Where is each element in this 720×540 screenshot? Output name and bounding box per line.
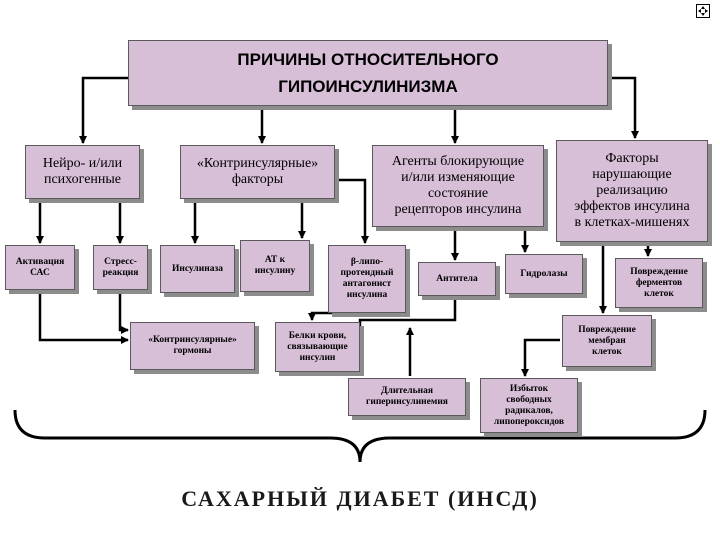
item-stress-label: Стресс- реакция <box>102 256 139 278</box>
item-insulinase: Инсулиназа <box>160 245 235 293</box>
item-beta: β-липо- протеидный антагонист инсулина <box>328 245 406 313</box>
category-factors-label: Факторы нарушающие реализацию эффектов и… <box>574 151 690 230</box>
item-beta-label: β-липо- протеидный антагонист инсулина <box>340 257 394 300</box>
item-blood-proteins-label: Белки крови, связывающие инсулин <box>287 330 348 363</box>
arrow-contra-insulinase <box>191 197 228 244</box>
arrow-title-factors <box>608 76 639 139</box>
arrow-sas-hormones <box>38 290 129 344</box>
arrow-stress-hormones <box>118 290 129 334</box>
category-agents: Агенты блокирующие и/или изменяющие сост… <box>372 145 544 227</box>
item-hydrolases-label: Гидролазы <box>520 268 568 279</box>
arrow-membranes-radicals <box>521 338 560 377</box>
item-stress: Стресс- реакция <box>93 245 148 290</box>
item-at-label: АТ к инсулину <box>254 255 296 276</box>
arrow-antibodies-proteins <box>356 296 457 336</box>
item-enzymes: Повреждение ферментов клеток <box>615 258 703 308</box>
item-at: АТ к инсулину <box>240 240 310 292</box>
item-enzymes-label: Повреждение ферментов клеток <box>630 266 688 299</box>
item-antibodies-label: Антитела <box>436 273 478 284</box>
diagnosis-footer: САХАРНЫЙ ДИАБЕТ (ИНСД) <box>181 486 539 511</box>
arrow-neuro-sas <box>36 197 60 244</box>
category-neuro: Нейро- и/или психогенные <box>25 145 140 199</box>
page-title: ПРИЧИНЫ ОТНОСИТЕЛЬНОГО ГИПОИНСУЛИНИЗМА <box>237 50 499 96</box>
item-contra-hormones: «Контринсулярные» гормоны <box>130 322 255 370</box>
item-antibodies: Антитела <box>418 262 496 296</box>
item-hyperinsulinemia: Длительная гиперинсулинемия <box>348 378 466 416</box>
item-radicals-label: Избыток свободных радикалов, липоперокси… <box>493 383 565 427</box>
category-factors: Факторы нарушающие реализацию эффектов и… <box>556 140 708 242</box>
brace <box>13 409 707 463</box>
category-contra: «Контринсулярные» факторы <box>180 145 335 199</box>
item-hydrolases: Гидролазы <box>505 254 583 294</box>
category-neuro-label: Нейро- и/или психогенные <box>42 156 123 187</box>
item-blood-proteins: Белки крови, связывающие инсулин <box>275 322 360 372</box>
item-insulinase-label: Инсулиназа <box>171 263 224 274</box>
item-contra-hormones-label: «Контринсулярные» гормоны <box>148 335 237 356</box>
arrow-contra-beta <box>335 178 369 244</box>
navigation-icon[interactable] <box>696 4 710 18</box>
item-sas-label: Активация САС <box>15 256 65 278</box>
item-radicals: Избыток свободных радикалов, липоперокси… <box>480 378 578 433</box>
category-contra-label: «Контринсулярные» факторы <box>196 156 319 187</box>
item-hyperinsulinemia-label: Длительная гиперинсулинемия <box>366 386 448 407</box>
arrow-beta-proteins <box>308 311 360 321</box>
arrow-neuro-stress <box>110 197 124 244</box>
arrow-title-neuro <box>79 76 130 144</box>
item-sas: Активация САС <box>5 245 75 290</box>
item-membranes: Повреждение мембран клеток <box>562 315 652 367</box>
item-membranes-label: Повреждение мембран клеток <box>578 324 636 357</box>
category-agents-label: Агенты блокирующие и/или изменяющие сост… <box>391 154 525 217</box>
title-box: ПРИЧИНЫ ОТНОСИТЕЛЬНОГО ГИПОИНСУЛИНИЗМА <box>128 40 608 106</box>
arrow-contra-at <box>295 197 306 239</box>
